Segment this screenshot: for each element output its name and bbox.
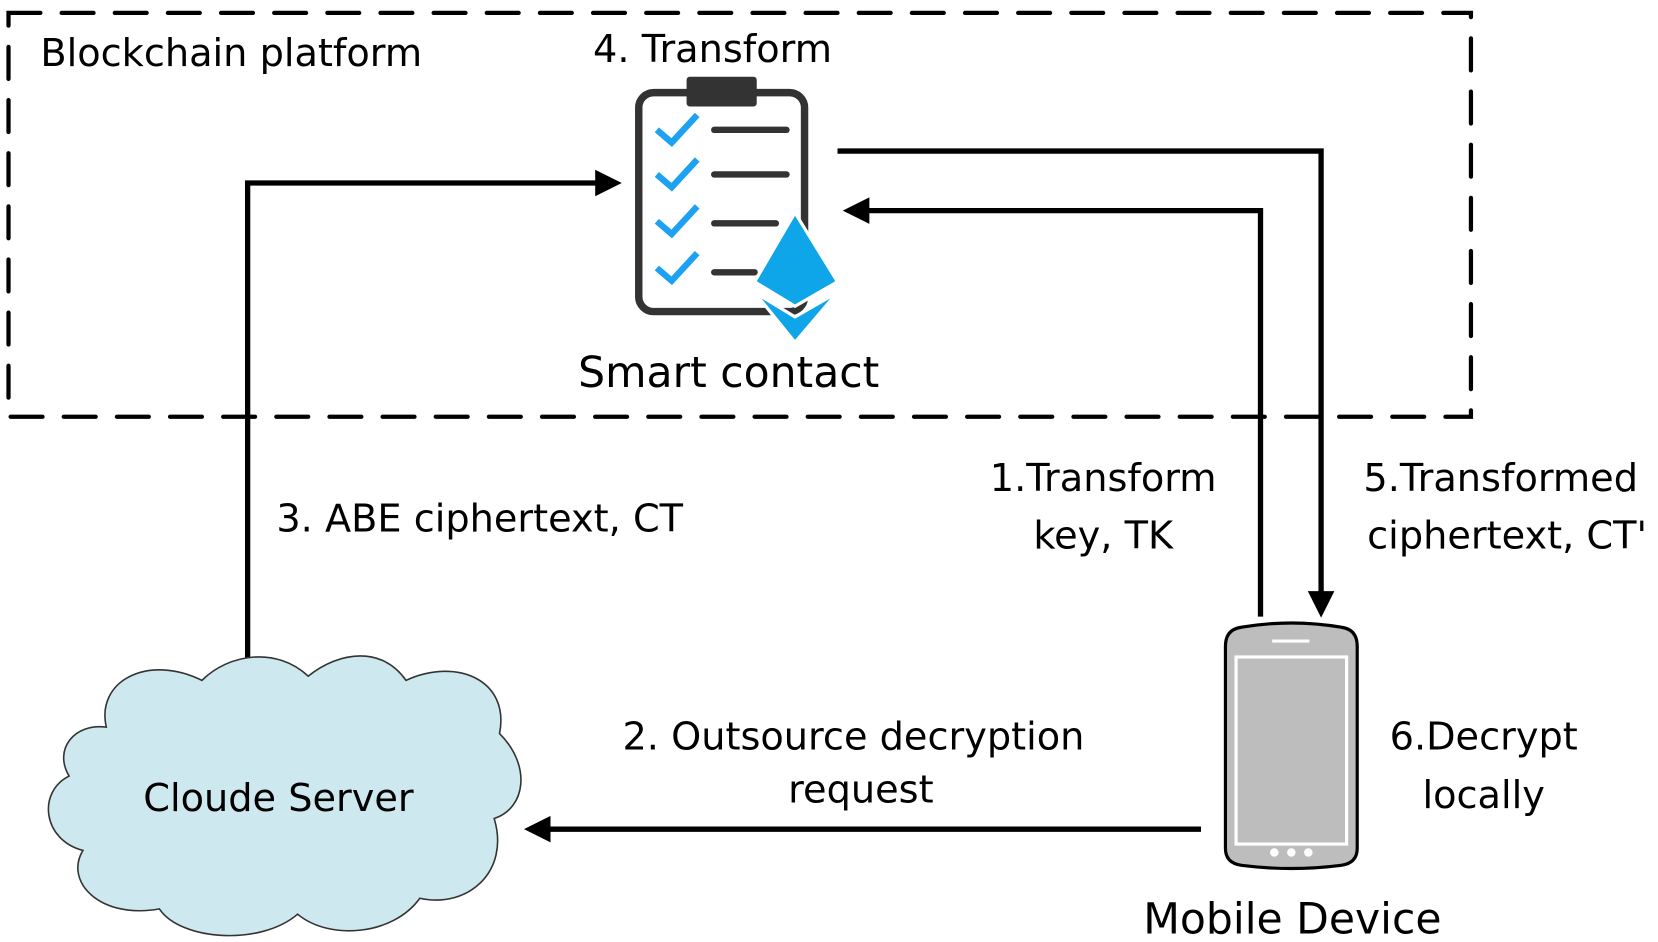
region-label: Blockchain platform bbox=[40, 31, 422, 76]
arrow-step1 bbox=[842, 197, 1264, 617]
cloud-server-name: Cloude Server bbox=[143, 776, 414, 821]
step3-label: 3. ABE ciphertext, CT bbox=[276, 497, 683, 542]
checkmark-icons bbox=[654, 112, 700, 286]
step4-label: 4. Transform bbox=[593, 27, 832, 72]
clipboard-icon bbox=[635, 76, 809, 316]
step5-label-line2: ciphertext, CT' bbox=[1367, 514, 1647, 559]
arrow-step5 bbox=[837, 148, 1335, 618]
step1-label-line2: key, TK bbox=[1033, 514, 1174, 559]
mobile-phone-icon bbox=[1223, 621, 1359, 871]
step1-label-line1: 1.Transform bbox=[990, 456, 1217, 501]
step6-label-line1: 6.Decrypt bbox=[1390, 714, 1578, 759]
ethereum-icon bbox=[752, 209, 840, 345]
step2-label-line2: request bbox=[788, 768, 933, 813]
cloud-icon bbox=[47, 655, 522, 937]
smart-contract-name: Smart contact bbox=[578, 349, 879, 398]
step6-label-line2: locally bbox=[1423, 773, 1545, 818]
mobile-device-name: Mobile Device bbox=[1143, 895, 1441, 942]
arrow-step3 bbox=[244, 169, 622, 668]
step2-label-line1: 2. Outsource decryption bbox=[622, 714, 1084, 759]
blockchain-region bbox=[6, 10, 1474, 419]
step5-label-line1: 5.Transformed bbox=[1363, 456, 1638, 501]
